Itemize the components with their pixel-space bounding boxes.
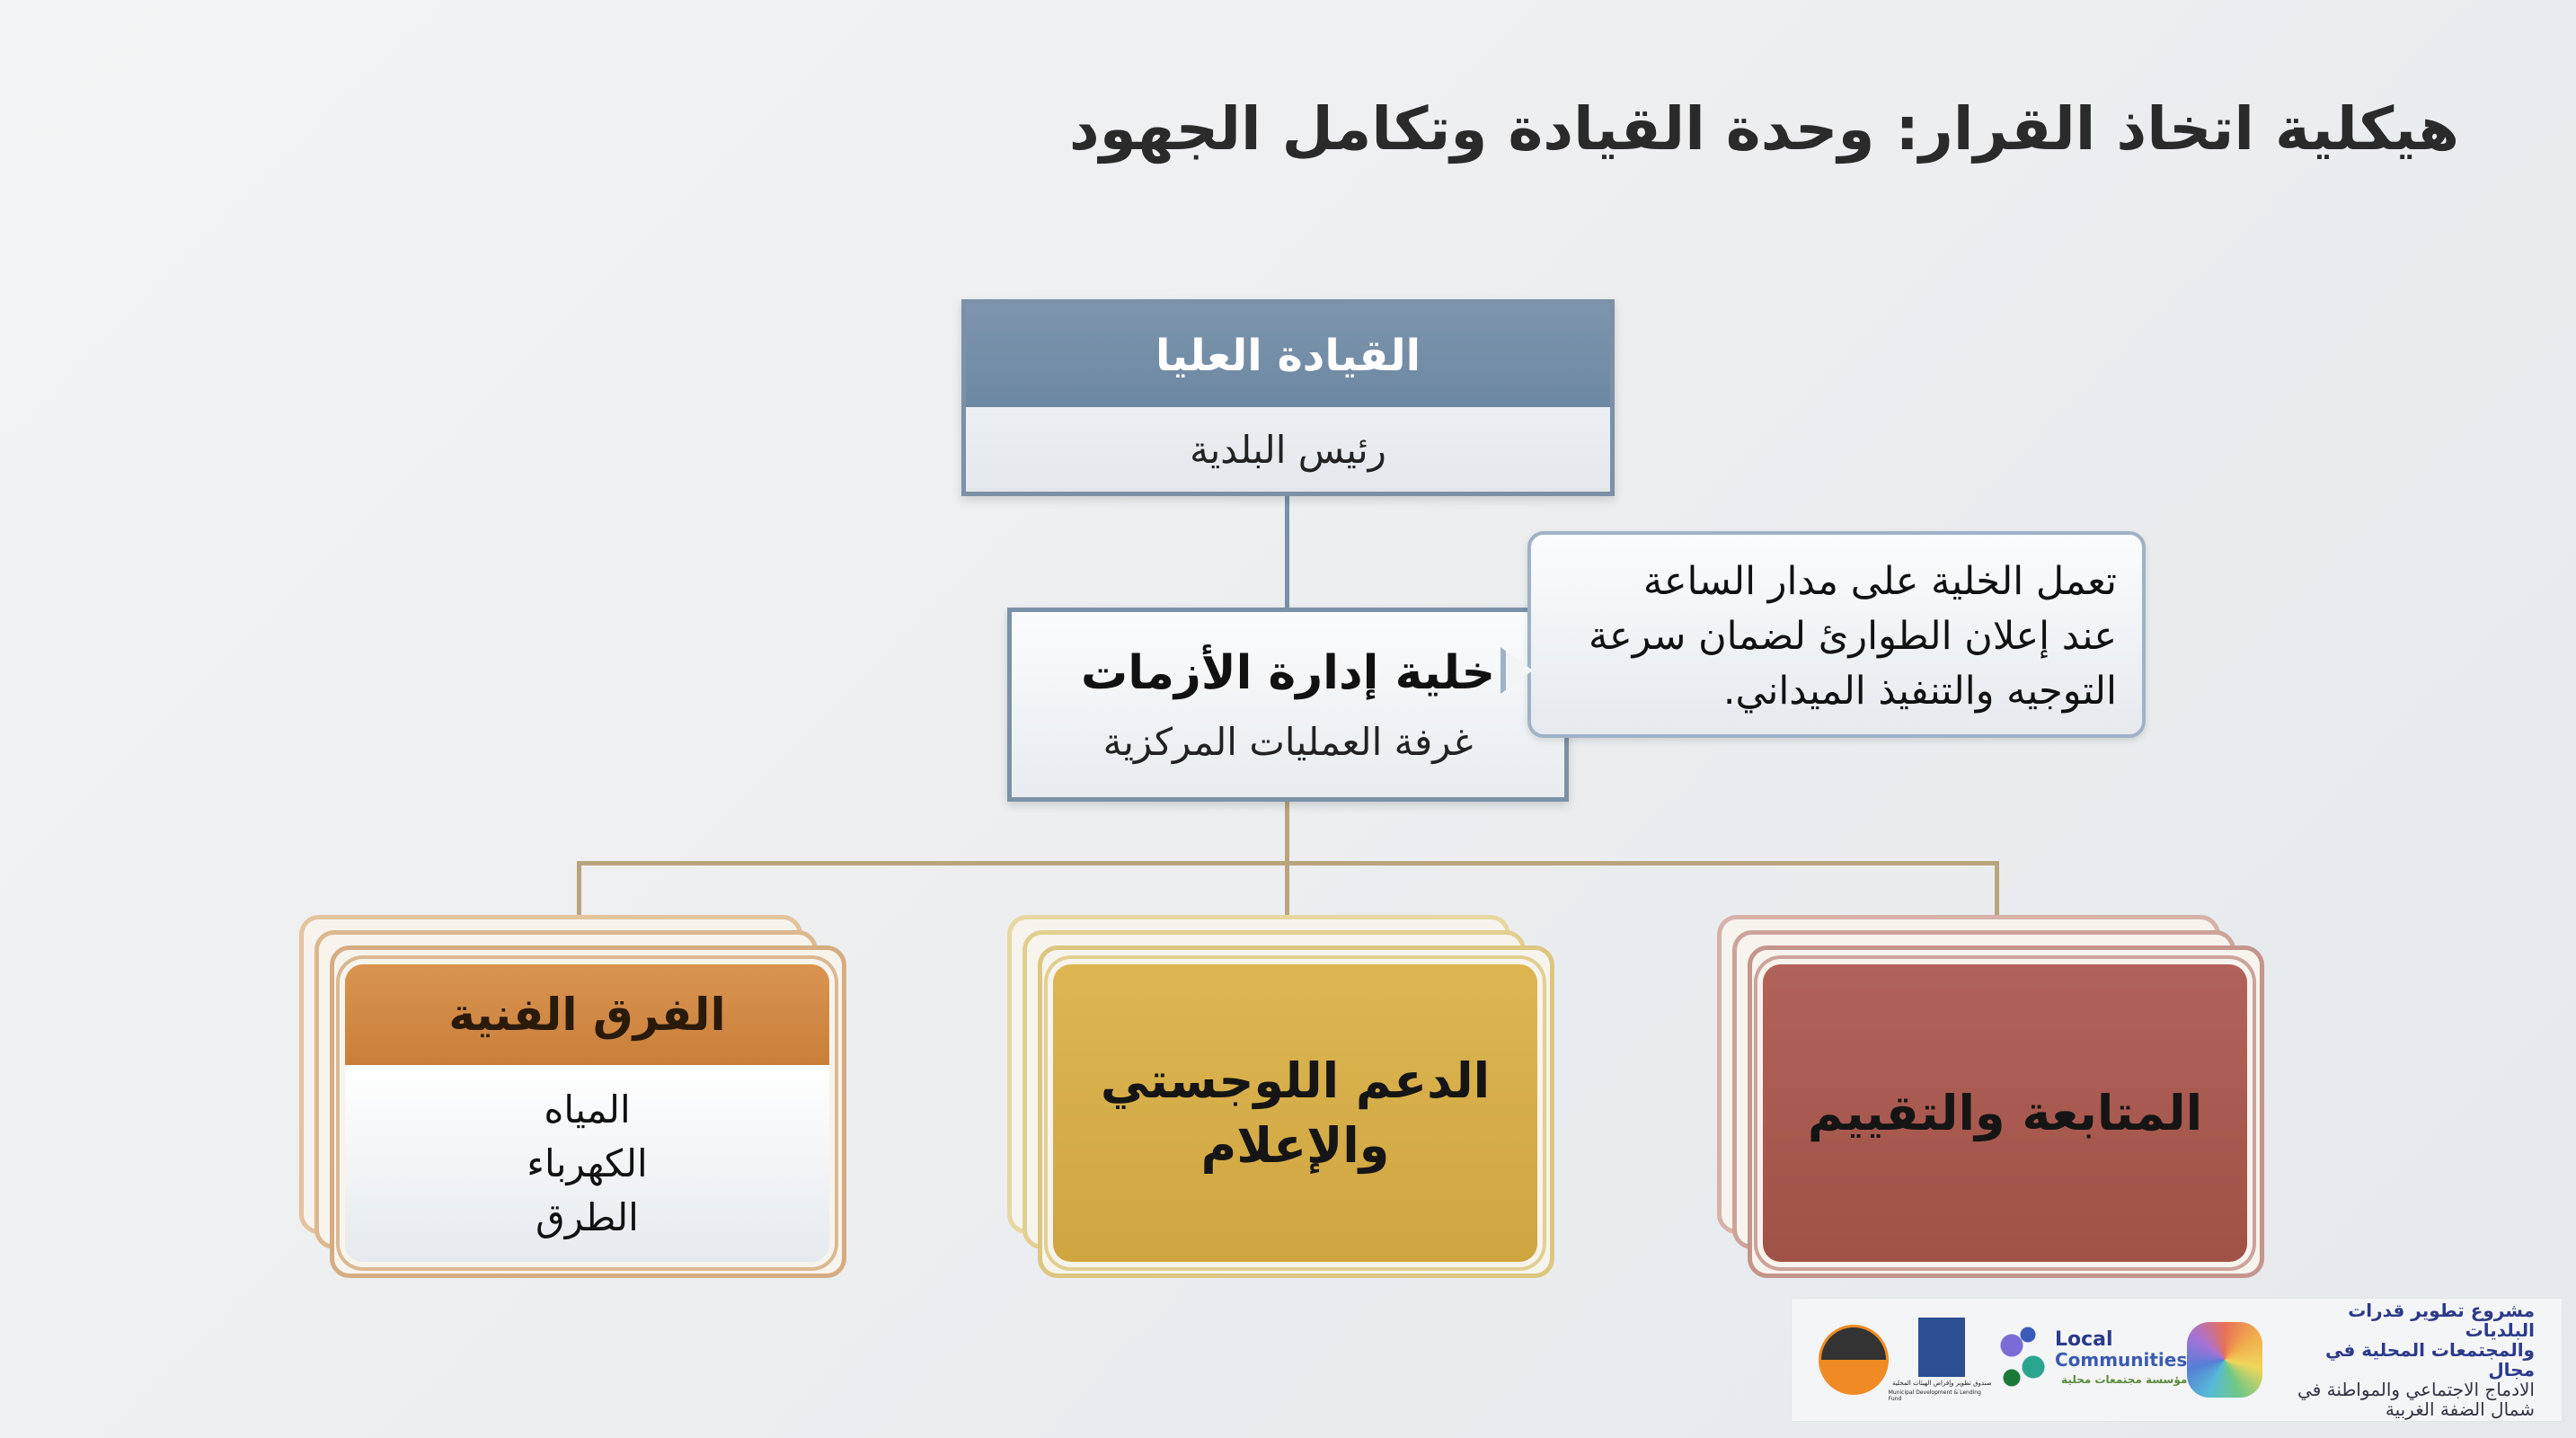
project-text-line: الادماج الاجتماعي والمواطنة في bbox=[2297, 1379, 2535, 1400]
technical-teams-card: الفرق الفنية المياه الكهرباء الطرق bbox=[299, 915, 846, 1278]
top-leadership-box: القيادة العليا رئيس البلدية bbox=[961, 299, 1615, 496]
crisis-cell-title: خلية إدارة الأزمات bbox=[1080, 645, 1496, 700]
project-text-line: والمجتمعات المحلية في مجال bbox=[2325, 1339, 2535, 1380]
local-communities-arabic: مؤسسة مجتمعات محلية bbox=[2061, 1373, 2188, 1386]
mdlf-arabic: صندوق تطوير وإقراض الهيئات المحلية bbox=[1892, 1380, 1992, 1387]
connector bbox=[1285, 802, 1289, 915]
monitoring-evaluation-card: المتابعة والتقييم bbox=[1717, 915, 2264, 1278]
local-communities-logo: Local Communities مؤسسة مجتمعات محلية bbox=[1995, 1324, 2188, 1396]
top-leadership-subtitle: رئيس البلدية bbox=[1190, 427, 1386, 472]
partner-logos-strip: صندوق تطوير وإقراض الهيئات المحلية Munic… bbox=[1791, 1298, 2563, 1422]
page-title: هيكلية اتخاذ القرار: وحدة القيادة وتكامل… bbox=[1068, 94, 2459, 164]
project-text-line: مشروع تطوير قدرات البلديات bbox=[2348, 1300, 2535, 1341]
technical-team-item: الكهرباء bbox=[527, 1141, 648, 1185]
logistics-media-title-line: والإعلام bbox=[1200, 1116, 1390, 1174]
local-communities-text: Local bbox=[2054, 1328, 2113, 1351]
technical-teams-title: الفرق الفنية bbox=[345, 964, 829, 1065]
student-forum-logo bbox=[1819, 1325, 1889, 1395]
monitoring-evaluation-title: المتابعة والتقييم bbox=[1807, 1084, 2203, 1141]
mdlf-logo: صندوق تطوير وإقراض الهيئات المحلية Munic… bbox=[1889, 1318, 1996, 1402]
callout-line: التوجيه والتنفيذ الميداني. bbox=[1722, 669, 2117, 714]
connector bbox=[1995, 861, 1999, 915]
logistics-media-title-line: الدعم اللوجستي bbox=[1100, 1052, 1491, 1109]
logistics-media-card: الدعم اللوجستي والإعلام bbox=[1007, 915, 1554, 1278]
callout-line: تعمل الخلية على مدار الساعة bbox=[1642, 559, 2117, 604]
connector bbox=[1285, 496, 1289, 608]
connector bbox=[577, 861, 581, 915]
crisis-cell-box: خلية إدارة الأزمات غرفة العمليات المركزي… bbox=[1007, 608, 1569, 802]
crisis-cell-subtitle: غرفة العمليات المركزية bbox=[1102, 719, 1474, 764]
top-leadership-title: القيادة العليا bbox=[966, 304, 1610, 407]
technical-teams-front: الفرق الفنية المياه الكهرباء الطرق bbox=[345, 964, 829, 1262]
callout-line: عند إعلان الطوارئ لضمان سرعة bbox=[1588, 614, 2117, 659]
local-communities-text: Communities bbox=[2054, 1349, 2188, 1371]
callout-pointer-fill bbox=[1506, 651, 1533, 690]
callout-note: تعمل الخلية على مدار الساعة عند إعلان ال… bbox=[1527, 531, 2146, 738]
technical-team-item: المياه bbox=[544, 1087, 631, 1132]
logistics-media-front: الدعم اللوجستي والإعلام bbox=[1053, 964, 1537, 1262]
connector bbox=[577, 861, 1999, 865]
technical-team-item: الطرق bbox=[536, 1194, 639, 1239]
mdlf-english: Municipal Development & Lending Fund bbox=[1888, 1389, 1981, 1402]
project-logo: مشروع تطوير قدرات البلديات والمجتمعات ال… bbox=[2187, 1300, 2535, 1419]
project-text-line: شمال الضفة الغربية bbox=[2385, 1398, 2535, 1420]
monitoring-evaluation-front: المتابعة والتقييم bbox=[1763, 964, 2247, 1262]
